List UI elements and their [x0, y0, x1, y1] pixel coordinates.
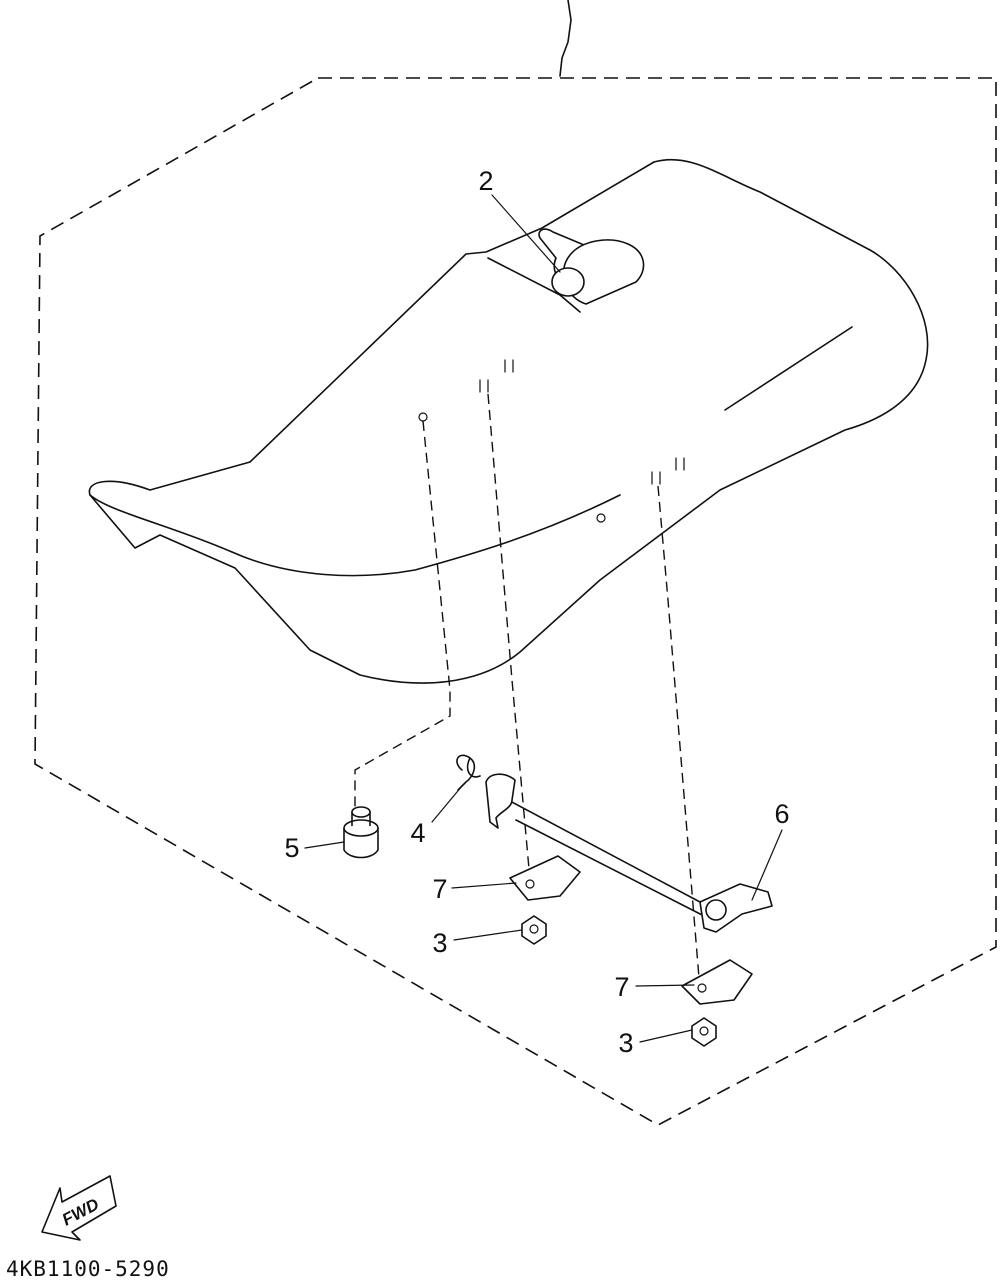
callout-3b: 3 — [618, 1028, 633, 1058]
nut-part-3a — [521, 915, 547, 945]
install-line-7b — [657, 485, 701, 991]
bracket-part-7b — [681, 959, 753, 1005]
install-line-7a — [487, 393, 531, 881]
callout-6: 6 — [774, 799, 789, 829]
damper-part-5 — [343, 806, 379, 859]
seat — [88, 158, 929, 684]
assembly-boundary — [34, 77, 997, 1126]
nut-part-3b — [691, 1017, 717, 1047]
callout-2: 2 — [478, 166, 493, 196]
install-line-5 — [354, 420, 451, 810]
callout-4: 4 — [410, 818, 425, 848]
bracket-part-7a — [509, 855, 581, 901]
callout-leaders — [304, 194, 783, 1043]
callout-7a: 7 — [432, 874, 447, 904]
callout-7b: 7 — [614, 972, 629, 1002]
leader-1 — [559, 0, 572, 77]
clip-part-4 — [456, 754, 481, 791]
seat-lock-part-6 — [485, 773, 773, 933]
callout-5: 5 — [284, 833, 299, 863]
fwd-arrow-icon: FWD — [41, 1175, 117, 1241]
callout-3a: 3 — [432, 928, 447, 958]
diagram-code: 4KB1100-5290 — [6, 1257, 170, 1281]
